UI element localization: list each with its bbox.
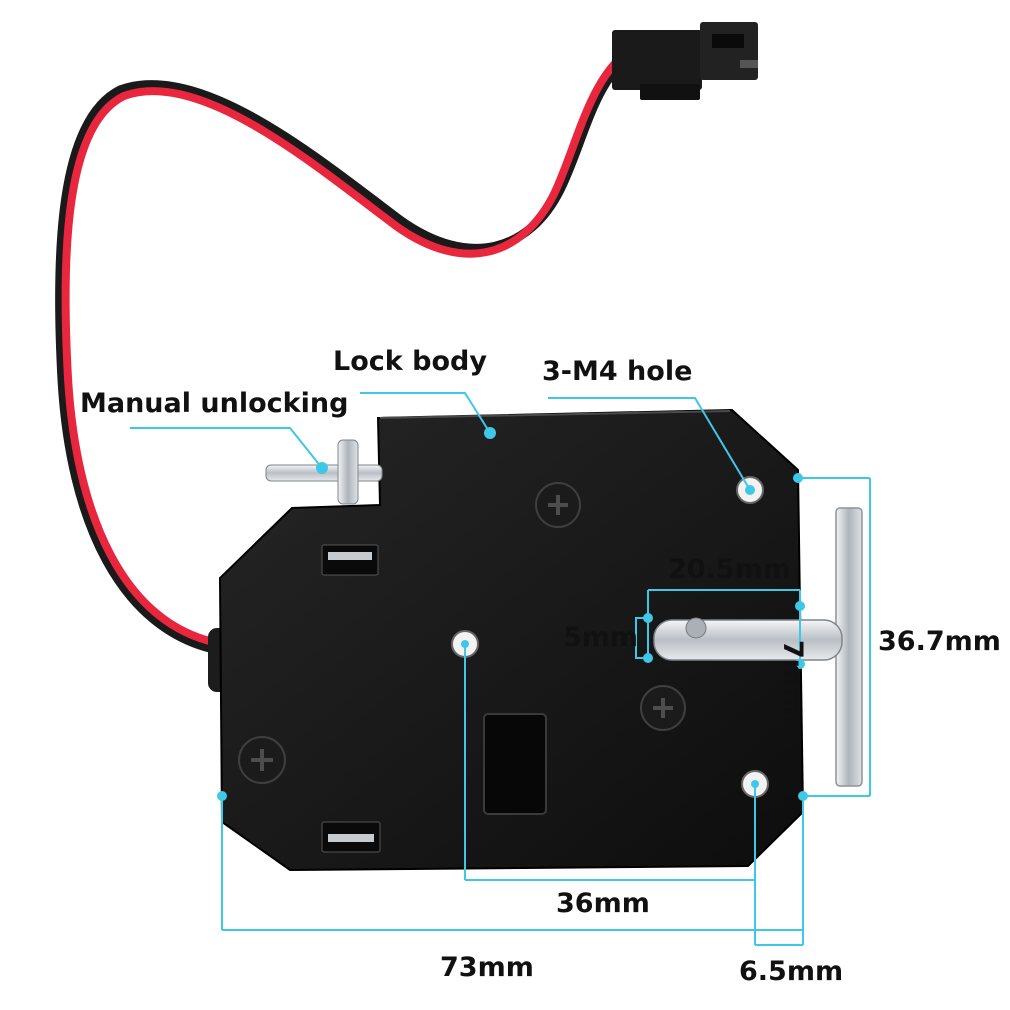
label-manual-unlocking: Manual unlocking	[80, 388, 349, 419]
label-total-width: 73mm	[440, 952, 534, 983]
manual-unlock-pin	[265, 439, 383, 505]
label-m4-hole: 3-M4 hole	[542, 356, 693, 387]
latch-bolt	[653, 617, 843, 661]
lock-body	[218, 408, 805, 872]
connector-plug	[612, 22, 758, 100]
label-hole-spacing: 36mm	[556, 888, 650, 919]
center-window	[483, 713, 547, 815]
label-plate-height: 36.7mm	[878, 626, 1001, 657]
label-bolt-length: 20.5mm	[668, 554, 791, 585]
label-edge-offset: 6.5mm	[739, 956, 844, 987]
screw-bottom-left	[238, 736, 286, 784]
label-lock-body: Lock body	[333, 346, 487, 377]
screw-top	[535, 482, 581, 528]
dimension-lines	[130, 392, 871, 946]
label-bolt-width: 5mm	[563, 622, 639, 653]
dimension-dots	[217, 427, 808, 801]
cable	[55, 42, 645, 655]
label-bolt-height: 7mm	[777, 640, 808, 716]
screw-right	[640, 685, 686, 731]
